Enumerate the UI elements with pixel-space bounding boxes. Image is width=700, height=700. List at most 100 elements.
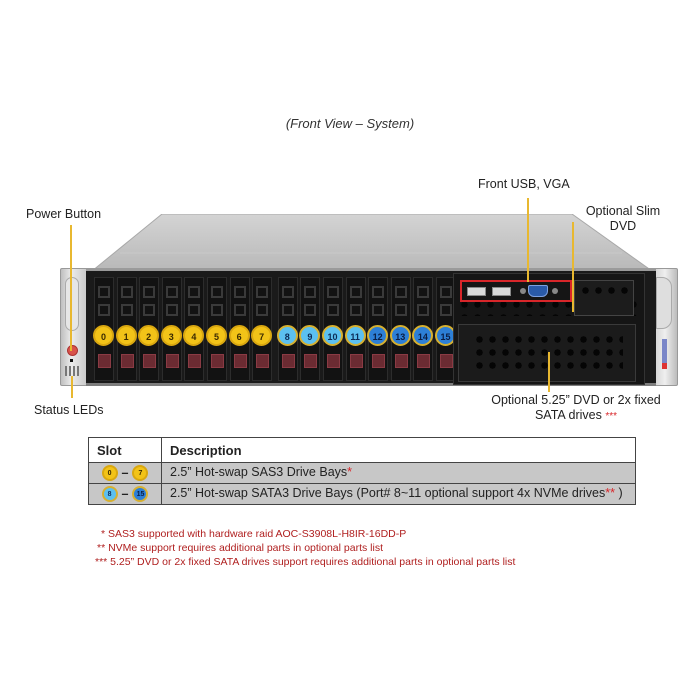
bay-grille: [440, 286, 452, 298]
drive-bay-number-badge: 6: [228, 325, 250, 346]
bay-grille: [233, 286, 246, 298]
drive-latch-icon[interactable]: [211, 354, 224, 368]
range-dash: –: [121, 466, 129, 480]
bay-grille: [304, 304, 317, 316]
slim-dvd-label: Optional Slim DVD: [578, 204, 668, 234]
bay-grille: [165, 304, 178, 316]
drive-bay[interactable]: 9: [299, 277, 321, 381]
dvd-bay-callout-line: [548, 352, 550, 392]
bay-grille: [417, 304, 430, 316]
screw-icon: [552, 288, 558, 294]
drive-bay-number-badge: 8: [276, 325, 298, 346]
drive-bay[interactable]: 2: [138, 277, 160, 381]
drive-bay[interactable]: 14: [412, 277, 434, 381]
usb-port-icon[interactable]: [467, 287, 486, 296]
drive-bay-number-badge: 13: [389, 325, 411, 346]
drive-latch-icon[interactable]: [304, 354, 318, 368]
drive-bay-number-badge: 12: [367, 325, 389, 346]
drive-latch-icon[interactable]: [165, 354, 179, 368]
drive-bay[interactable]: 3: [160, 277, 182, 381]
drive-bay-number-badge: 7: [251, 325, 273, 346]
chassis-top-cover: [92, 214, 652, 272]
bay-grille: [327, 304, 339, 316]
slim-dvd-label-line2: DVD: [609, 219, 637, 233]
dvd-bay-footnote-marker: ***: [605, 411, 618, 422]
description-text: 2.5” Hot-swap SATA3 Drive Bays (Port# 8~…: [170, 486, 606, 500]
drive-bay[interactable]: 6: [228, 277, 250, 381]
slot-description: 2.5” Hot-swap SATA3 Drive Bays (Port# 8~…: [161, 483, 636, 505]
bay-grille: [233, 304, 246, 316]
bay-grille: [440, 304, 452, 316]
bay-grille: [372, 286, 385, 298]
drive-bay[interactable]: 0: [93, 277, 114, 381]
brand-logo: [662, 339, 667, 369]
table-row: 0–7 2.5” Hot-swap SAS3 Drive Bays*: [88, 462, 636, 484]
bay-grille: [98, 304, 110, 316]
left-rack-ear: [60, 268, 88, 386]
slot-badge: 15: [132, 486, 149, 502]
bay-grille: [394, 286, 407, 298]
drive-bay[interactable]: 10: [322, 277, 343, 381]
bay-grille: [143, 286, 156, 298]
drive-bay[interactable]: 11: [344, 277, 366, 381]
drive-slot-table: Slot Description 0–7 2.5” Hot-swap SAS3 …: [88, 437, 636, 505]
drive-latch-icon[interactable]: [440, 354, 453, 368]
power-button-icon[interactable]: [67, 345, 78, 356]
drive-bay[interactable]: 15: [435, 277, 456, 381]
drive-latch-icon[interactable]: [281, 354, 295, 368]
dvd-bay-label-line2: SATA drives ***: [476, 408, 676, 424]
drive-bay[interactable]: 7: [251, 277, 273, 381]
description-column-header: Description: [161, 437, 636, 463]
bay-grille: [188, 286, 201, 298]
bay-grille: [394, 304, 407, 316]
slot-range: 8–15: [88, 483, 162, 505]
slot-range: 0–7: [88, 462, 162, 484]
table-row: 8–15 2.5” Hot-swap SATA3 Drive Bays (Por…: [88, 483, 636, 505]
drive-latch-icon[interactable]: [327, 354, 340, 368]
slim-dvd-callout-line: [572, 222, 574, 312]
bay-grille: [349, 304, 362, 316]
bay-grille: [211, 286, 223, 298]
bay-grille: [417, 286, 430, 298]
bay-grille: [98, 286, 110, 298]
usb-port-icon[interactable]: [492, 287, 511, 296]
drive-bay-number-badge: 2: [138, 325, 160, 346]
bay-grille: [188, 304, 201, 316]
drive-bay-number-badge: 4: [183, 325, 205, 346]
drive-bay[interactable]: 8: [276, 277, 298, 381]
drive-latch-icon[interactable]: [417, 354, 431, 368]
power-button-callout-line: [70, 225, 72, 351]
drive-latch-icon[interactable]: [233, 354, 247, 368]
drive-bay-number-badge: 5: [206, 325, 227, 346]
dvd-bay-label-text: SATA drives: [534, 408, 602, 422]
vga-port-icon[interactable]: [528, 285, 548, 297]
footnote: *** 5.25” DVD or 2x fixed SATA drives su…: [95, 556, 516, 568]
drive-bay[interactable]: 4: [183, 277, 205, 381]
dvd-525-bay[interactable]: [458, 324, 636, 382]
drive-bay-number-badge: 3: [160, 325, 182, 346]
drive-latch-icon[interactable]: [143, 354, 157, 368]
description-text: 2.5” Hot-swap SAS3 Drive Bays: [170, 465, 348, 479]
drive-bay[interactable]: 1: [115, 277, 137, 381]
drive-latch-icon[interactable]: [98, 354, 111, 368]
drive-latch-icon[interactable]: [120, 354, 134, 368]
status-led-icon: [70, 359, 73, 362]
drive-bay[interactable]: 5: [206, 277, 227, 381]
range-dash: –: [121, 487, 129, 501]
bay-grille: [304, 286, 317, 298]
drive-latch-icon[interactable]: [256, 354, 270, 368]
slot-column-header: Slot: [88, 437, 162, 463]
drive-latch-icon[interactable]: [188, 354, 202, 368]
drive-latch-icon[interactable]: [394, 354, 408, 368]
bay-grille: [143, 304, 156, 316]
drive-bay-number-badge: 10: [322, 325, 343, 346]
bay-grille: [281, 304, 294, 316]
drive-bay[interactable]: 13: [389, 277, 411, 381]
diagram-title: (Front View – System): [285, 116, 415, 131]
drive-latch-icon[interactable]: [349, 354, 363, 368]
drive-bay[interactable]: 12: [367, 277, 389, 381]
slim-dvd-bay[interactable]: [574, 280, 634, 316]
drive-bay-number-badge: 11: [344, 325, 366, 346]
drive-latch-icon[interactable]: [372, 354, 386, 368]
